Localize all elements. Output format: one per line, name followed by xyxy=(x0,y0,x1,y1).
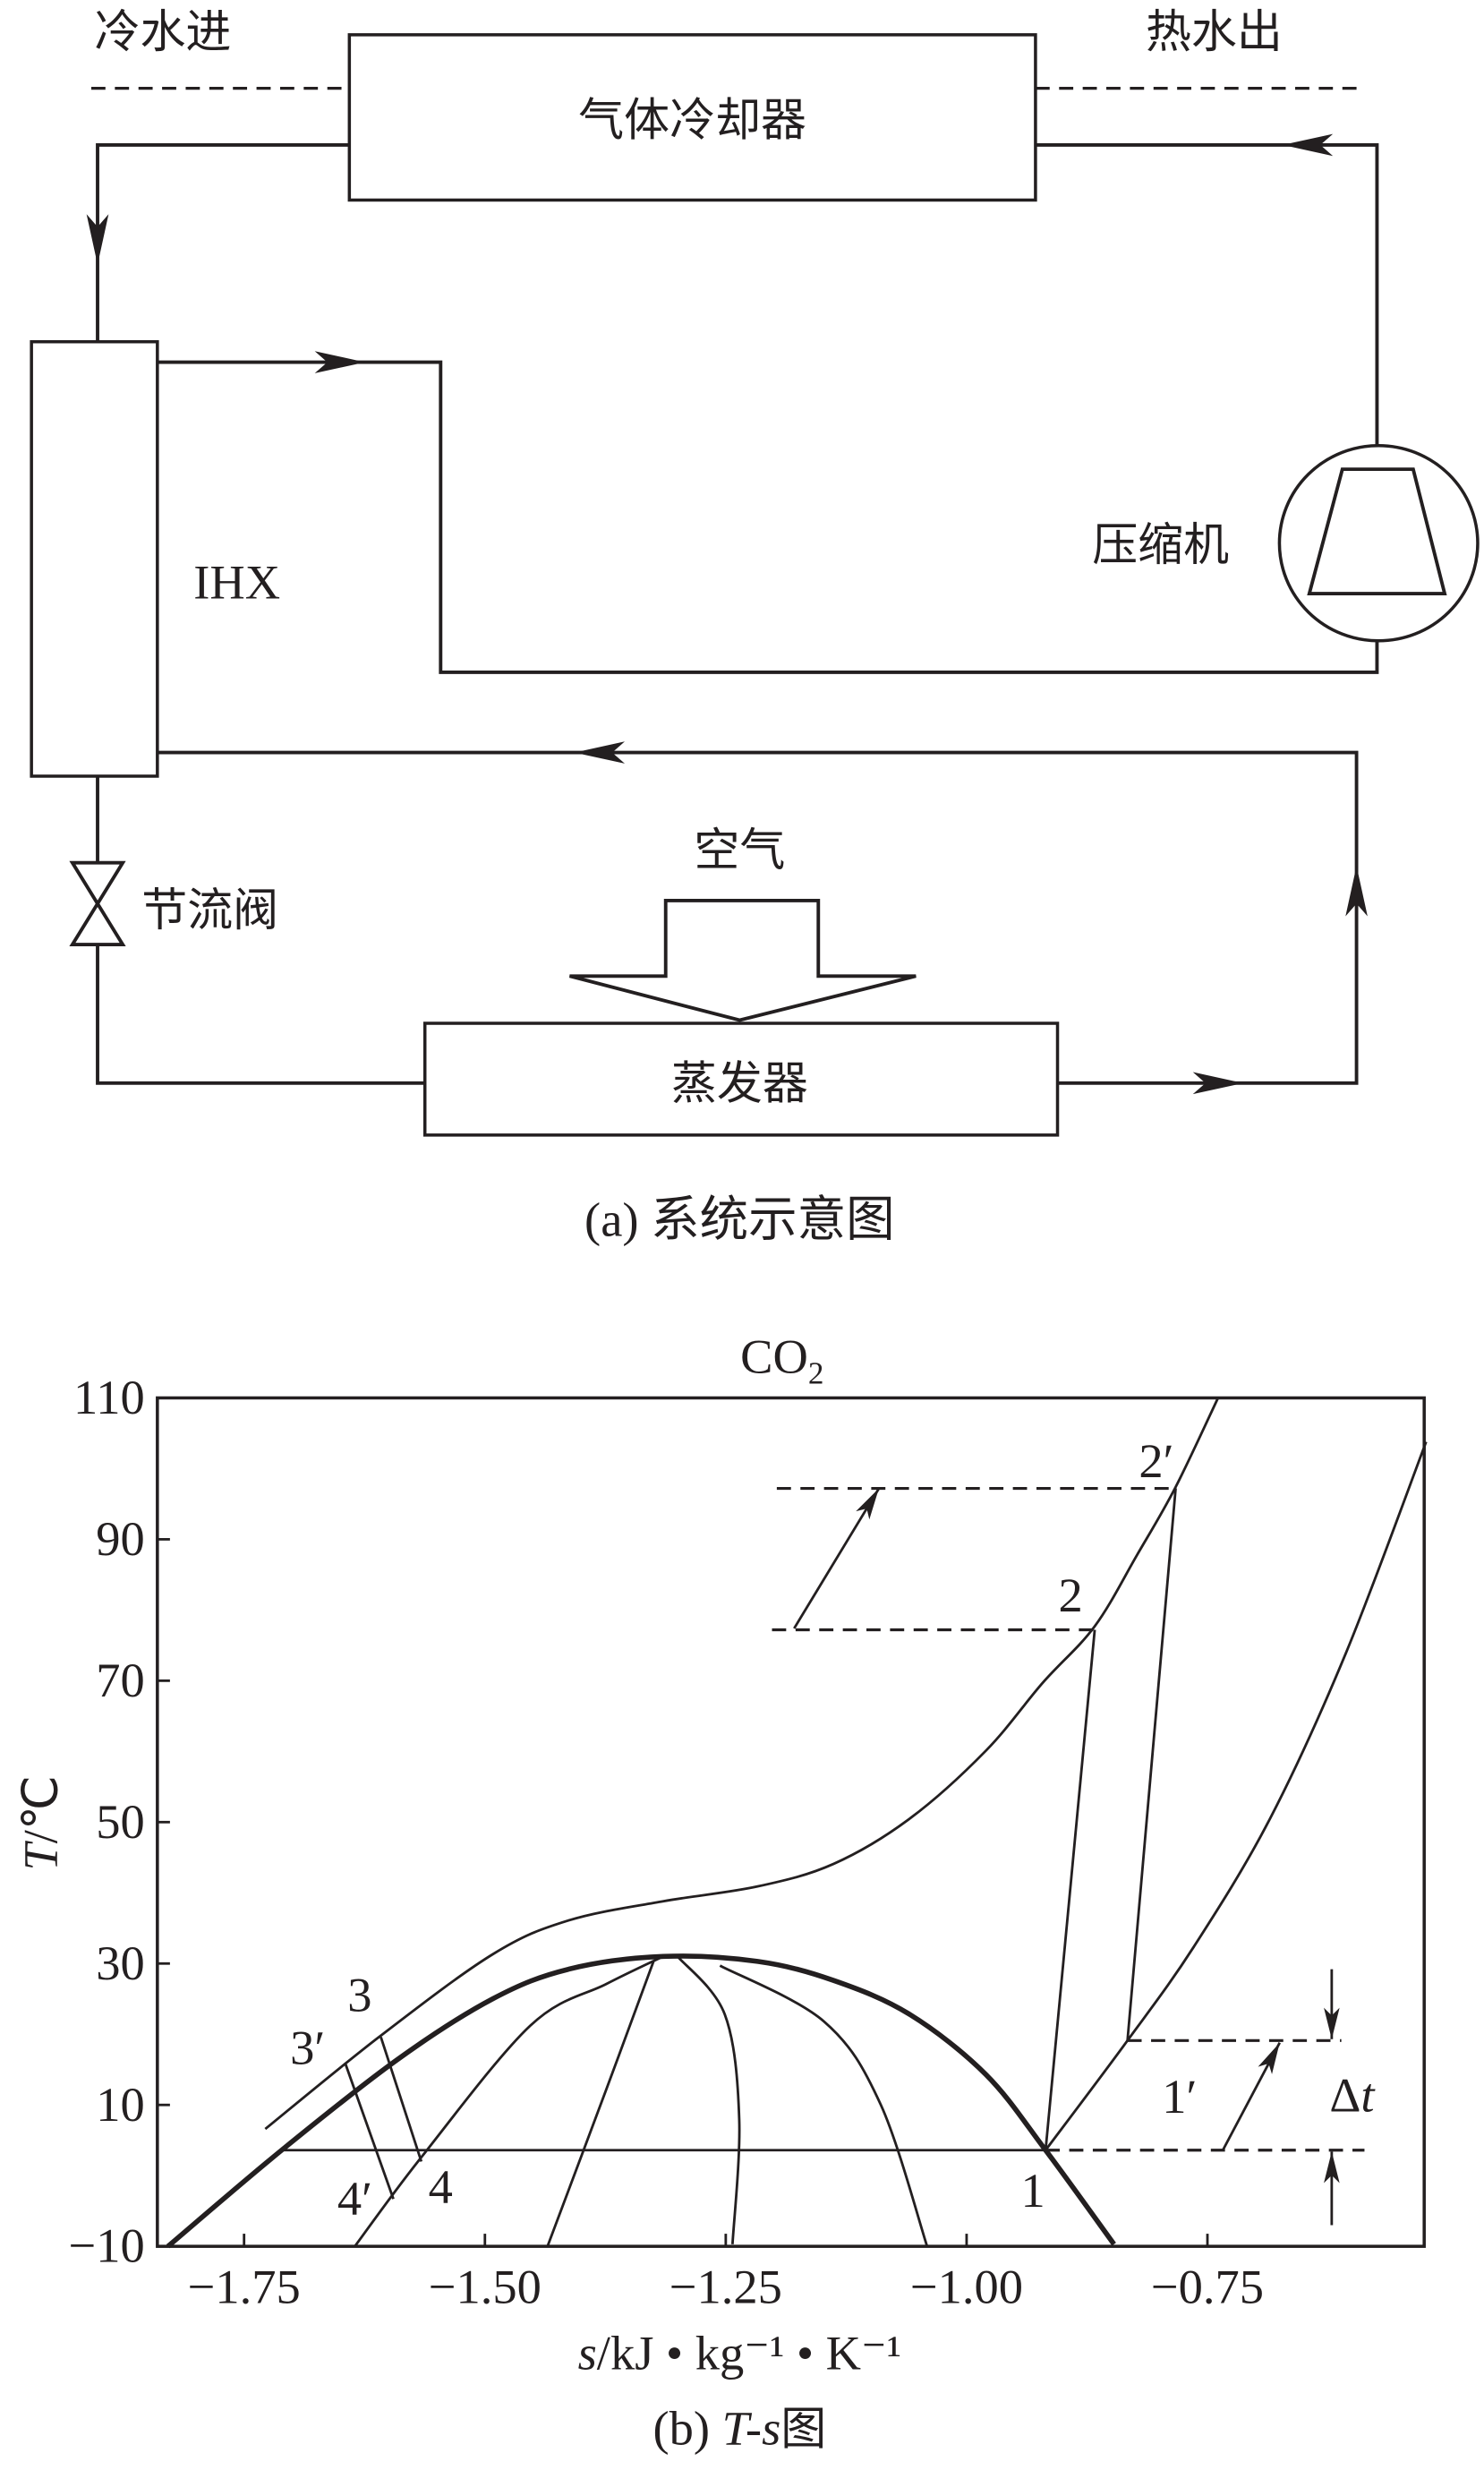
low-pressure-isobar xyxy=(1045,1440,1428,2151)
flow-arrow-down-icon xyxy=(86,214,109,265)
x-tick-label: −1.25 xyxy=(670,2259,782,2313)
flow-arrow-up-icon xyxy=(1345,866,1368,917)
y-tick-label: 90 xyxy=(96,1511,145,1566)
point-label: 2 xyxy=(1059,1568,1083,1622)
caption-a-text: (a) 系统示意图 xyxy=(584,1192,895,1246)
high-pressure-isobar xyxy=(264,1397,1220,2131)
point-label: 1′ xyxy=(1162,2069,1197,2124)
air-flow-arrow-icon xyxy=(568,898,917,1022)
y-axis-unit: /℃ xyxy=(13,1775,67,1843)
ihx-label: IHX xyxy=(193,554,280,609)
caption-b-prefix: (b) xyxy=(652,2401,721,2456)
x-tick-label: −0.75 xyxy=(1151,2259,1264,2313)
y-tick-label: 70 xyxy=(96,1653,145,1707)
point-label-t: t xyxy=(1360,2068,1376,2123)
chart-arrows xyxy=(793,1487,1340,2226)
chart-title: CO2 xyxy=(740,1329,823,1390)
caption-b-suffix: 图 xyxy=(780,2404,826,2457)
expansion-3-4 xyxy=(380,2036,423,2162)
saturation-dome xyxy=(166,1953,1116,2249)
arrowhead-icon xyxy=(1258,2042,1280,2074)
quality-line-1 xyxy=(354,1955,664,2247)
y-tick-label: 50 xyxy=(96,1794,145,1849)
chart-title-text: CO xyxy=(740,1329,808,1383)
flow-arrow-right-icon xyxy=(314,351,365,373)
pipe-compressor-to-cooler xyxy=(1035,142,1379,446)
y-tick-label: 10 xyxy=(96,2077,145,2132)
throttle-valve-label: 节流阀 xyxy=(141,885,278,937)
quality-line-4 xyxy=(719,1964,929,2247)
flow-arrow-right-icon xyxy=(1192,1072,1243,1095)
compression-1p-2p xyxy=(1126,1488,1177,2041)
x-axis-label: s/kJ • kg⁻¹ • K⁻¹ xyxy=(578,2325,902,2380)
gas-cooler-label: 气体冷却器 xyxy=(578,94,806,147)
point-label: 3 xyxy=(347,1967,371,2021)
x-tick-label: −1.75 xyxy=(188,2259,301,2313)
x-tick-label: −1.00 xyxy=(910,2259,1023,2313)
point-label: 4 xyxy=(429,2159,453,2214)
y-axis-var: T xyxy=(13,1841,67,1871)
cold-water-in-label: 冷水进 xyxy=(94,6,231,59)
chart-point-labels: 1 1′ 2 2′ 3 3′ 4 4′ Δt xyxy=(290,1433,1376,2226)
quality-line-2 xyxy=(546,1961,655,2247)
arrowhead-icon xyxy=(1324,2007,1340,2039)
compressor-icon xyxy=(1277,443,1480,643)
point-label: 1 xyxy=(1021,2163,1045,2218)
throttle-valve-icon xyxy=(69,860,126,947)
gas-cooler-box xyxy=(347,33,1037,202)
system-schematic: 冷水进 热水出 气体冷却器 IHX 压缩机 节流阀 空气 xyxy=(30,6,1480,1246)
chart-title-subscript: 2 xyxy=(808,1356,824,1391)
y-tick-label: 110 xyxy=(73,1370,145,1424)
pressure-rise-arrow xyxy=(793,1487,881,1629)
compressor-label: 压缩机 xyxy=(1092,519,1229,572)
caption-b: (b) T-s图 xyxy=(652,2401,826,2457)
compression-1-2 xyxy=(1044,1629,1096,2150)
ts-chart: CO2 −1.75−1.50−1.25−1.00−0.7511090705030… xyxy=(13,1329,1428,2457)
pipe-cooler-to-ihx xyxy=(96,142,350,342)
point-label: Δt xyxy=(1329,2068,1376,2123)
ihx-box xyxy=(30,339,159,778)
point-label: 2′ xyxy=(1139,1433,1173,1488)
evaporator-box xyxy=(422,1021,1060,1137)
arrowhead-icon xyxy=(856,1488,879,1520)
evaporator-label: 蒸发器 xyxy=(671,1057,808,1110)
point-label-delta: Δ xyxy=(1329,2068,1360,2123)
point-label: 4′ xyxy=(337,2171,372,2226)
chart-curves xyxy=(166,1397,1428,2249)
pipe-valve-to-evaporator xyxy=(96,944,425,1085)
compressor-trapezoid-icon xyxy=(1307,467,1447,595)
x-axis-var: s xyxy=(578,2325,597,2380)
y-tick-label: −10 xyxy=(69,2218,145,2273)
flow-arrow-left-icon xyxy=(1282,133,1334,157)
caption-b-var: T-s xyxy=(722,2401,781,2456)
plot-frame xyxy=(156,1396,1426,2248)
pipe-ihx-to-compressor xyxy=(157,360,1379,674)
x-axis-unit: /kJ • kg⁻¹ • K⁻¹ xyxy=(597,2325,901,2380)
y-axis-label: T/℃ xyxy=(13,1775,67,1871)
hot-water-out-label: 热水出 xyxy=(1146,6,1283,59)
expansion-3p-4p xyxy=(344,2063,395,2200)
y-tick-label: 30 xyxy=(96,1936,145,1990)
arrowhead-icon xyxy=(1324,2151,1340,2184)
flow-arrow-left-icon xyxy=(574,741,626,764)
quality-line-3 xyxy=(676,1955,741,2244)
air-label: 空气 xyxy=(694,825,785,877)
point-label: 3′ xyxy=(290,2021,325,2075)
axis-ticks: −1.75 −1.50 −1.25 −1.00 −0.75 110 90 70 50 30 10 −1… xyxy=(69,1370,1265,2313)
caption-a: (a) 系统示意图 xyxy=(584,1192,895,1246)
x-tick-label: −1.50 xyxy=(429,2259,542,2313)
